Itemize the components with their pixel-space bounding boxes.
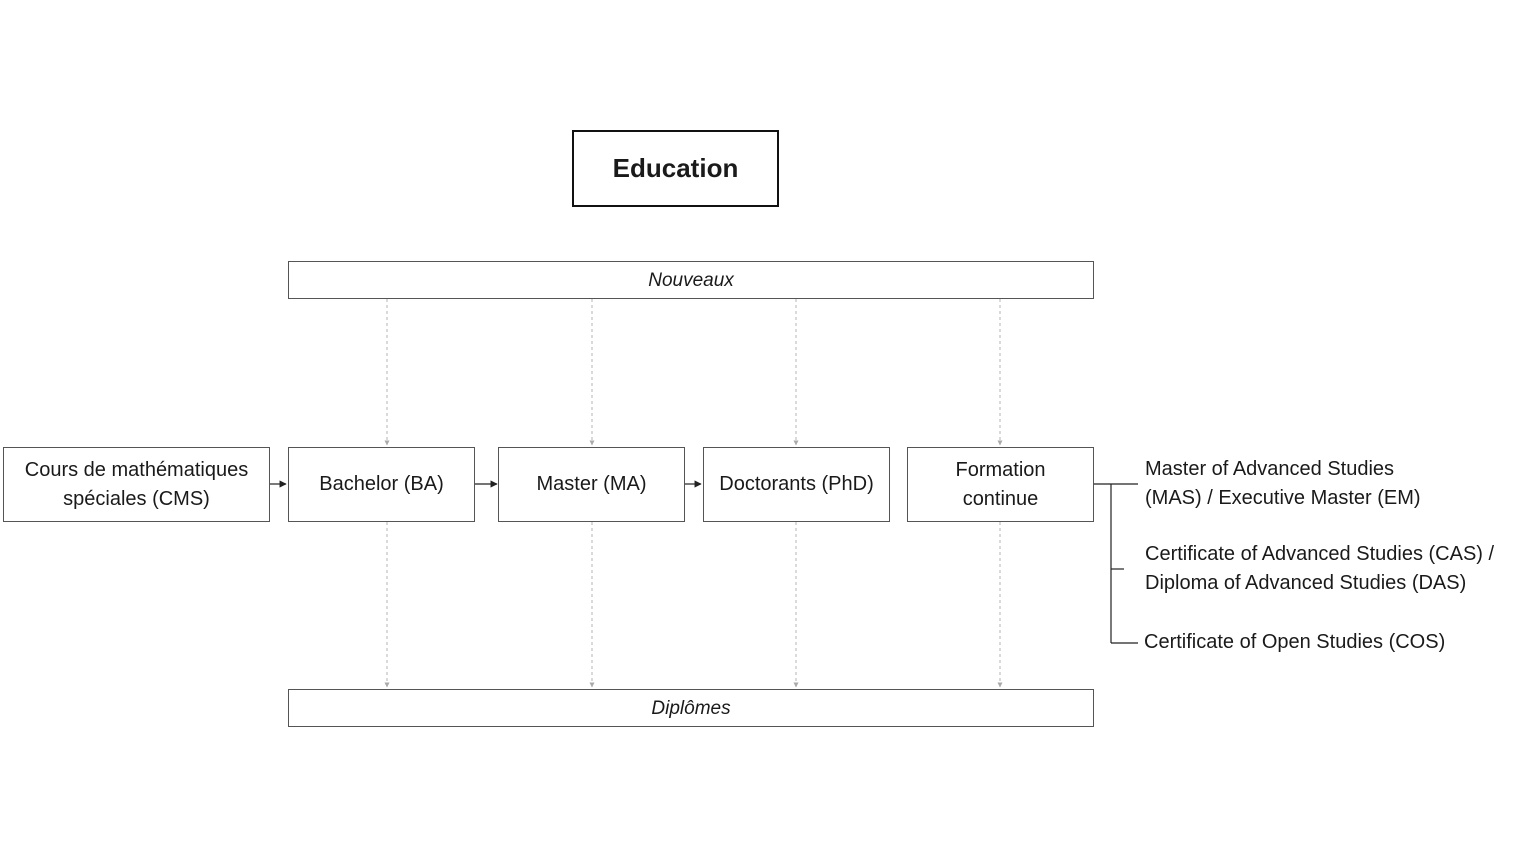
ba-label: Bachelor (BA) (319, 473, 444, 495)
cas-label: Certificate of Advanced Studies (CAS) / … (1145, 540, 1494, 598)
nouveaux-label: Nouveaux (648, 269, 734, 291)
phd-box: Doctorants (PhD) (703, 447, 890, 522)
nouveaux-bar: Nouveaux (288, 261, 1094, 299)
ma-label: Master (MA) (536, 473, 647, 495)
ba-box: Bachelor (BA) (288, 447, 475, 522)
mas-label: Master of Advanced Studies (MAS) / Execu… (1145, 455, 1421, 513)
cms-label: Cours de mathématiques spéciales (CMS) (24, 458, 249, 510)
cas-label-line1: Certificate of Advanced Studies (CAS) / (1145, 543, 1495, 565)
formation-continue-box: Formation continue (907, 447, 1094, 522)
mas-label-line1: Master of Advanced Studies (1145, 458, 1395, 480)
ma-box: Master (MA) (498, 447, 685, 522)
mas-label-line2: (MAS) / Executive Master (EM) (1145, 487, 1421, 509)
cas-label-line2: Diploma of Advanced Studies (DAS) (1145, 572, 1467, 594)
cos-label: Certificate of Open Studies (COS) (1144, 628, 1445, 657)
diplomes-bar: Diplômes (288, 689, 1094, 727)
cos-label-line: Certificate of Open Studies (COS) (1144, 631, 1446, 653)
phd-label: Doctorants (PhD) (719, 473, 874, 495)
diagram-title: Education (572, 130, 779, 207)
cms-box: Cours de mathématiques spéciales (CMS) (3, 447, 270, 522)
diplomes-label: Diplômes (651, 697, 731, 719)
formation-continue-label: Formation continue (955, 458, 1046, 510)
diagram-title-text: Education (612, 153, 739, 183)
